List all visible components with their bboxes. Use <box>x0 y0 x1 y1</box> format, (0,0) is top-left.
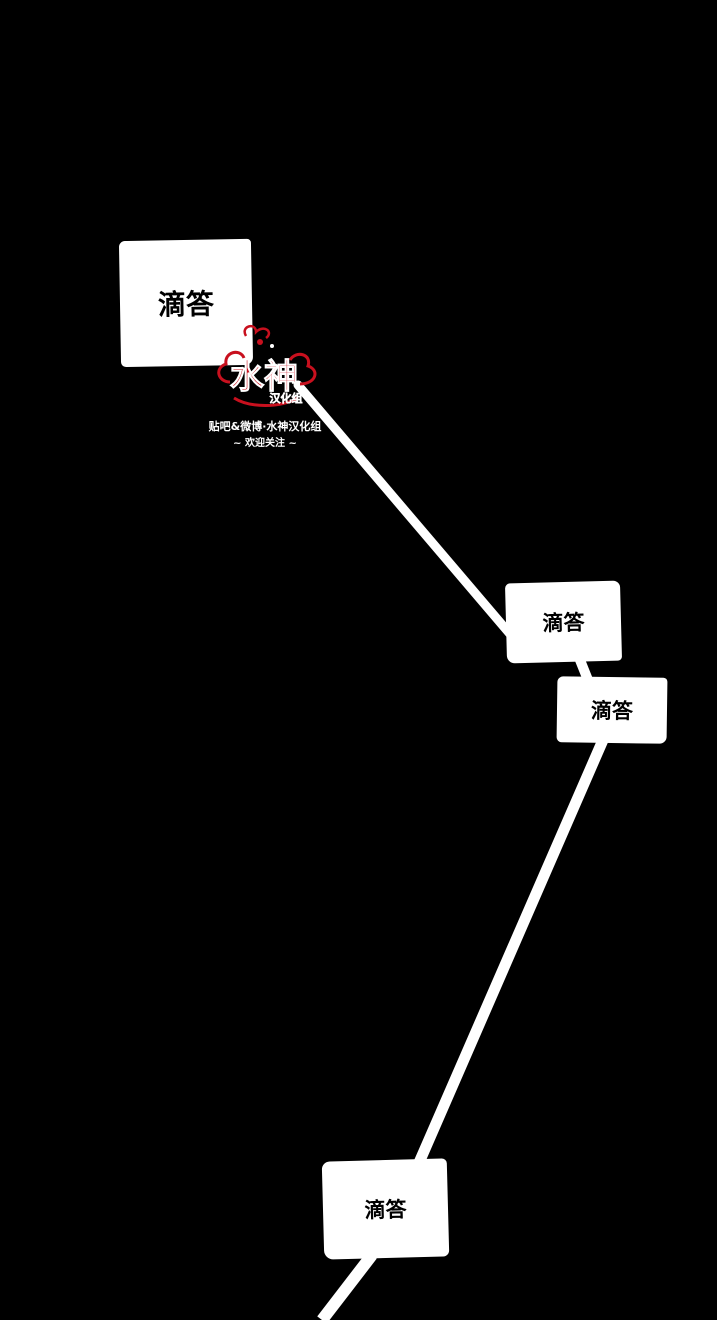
sfx-bubble-3: 滴答 <box>556 676 668 744</box>
sfx-text-2: 滴答 <box>542 610 585 636</box>
sfx-text-1: 滴答 <box>157 287 215 322</box>
sfx-text-4: 滴答 <box>364 1197 407 1223</box>
sfx-bubble-2: 滴答 <box>504 580 623 664</box>
watermark-logo: 水神 汉化组 <box>217 324 317 407</box>
sfx-bubble-4: 滴答 <box>321 1158 450 1260</box>
drip-line-segment-1 <box>293 380 515 639</box>
watermark-line-2: ~ 欢迎关注 ~ <box>233 438 297 449</box>
scanlation-watermark: 水神 汉化组 贴吧&微博·水神汉化组 ~ 欢迎关注 ~ <box>200 322 330 450</box>
watermark-logo-subtext: 汉化组 <box>270 391 303 405</box>
watermark-line-1: 贴吧&微博·水神汉化组 <box>208 420 322 433</box>
sfx-text-3: 滴答 <box>590 698 634 724</box>
watermark-logo-text: 水神 <box>230 357 298 397</box>
drip-line-segment-4 <box>317 1251 377 1320</box>
drip-line-segment-3 <box>412 734 609 1171</box>
